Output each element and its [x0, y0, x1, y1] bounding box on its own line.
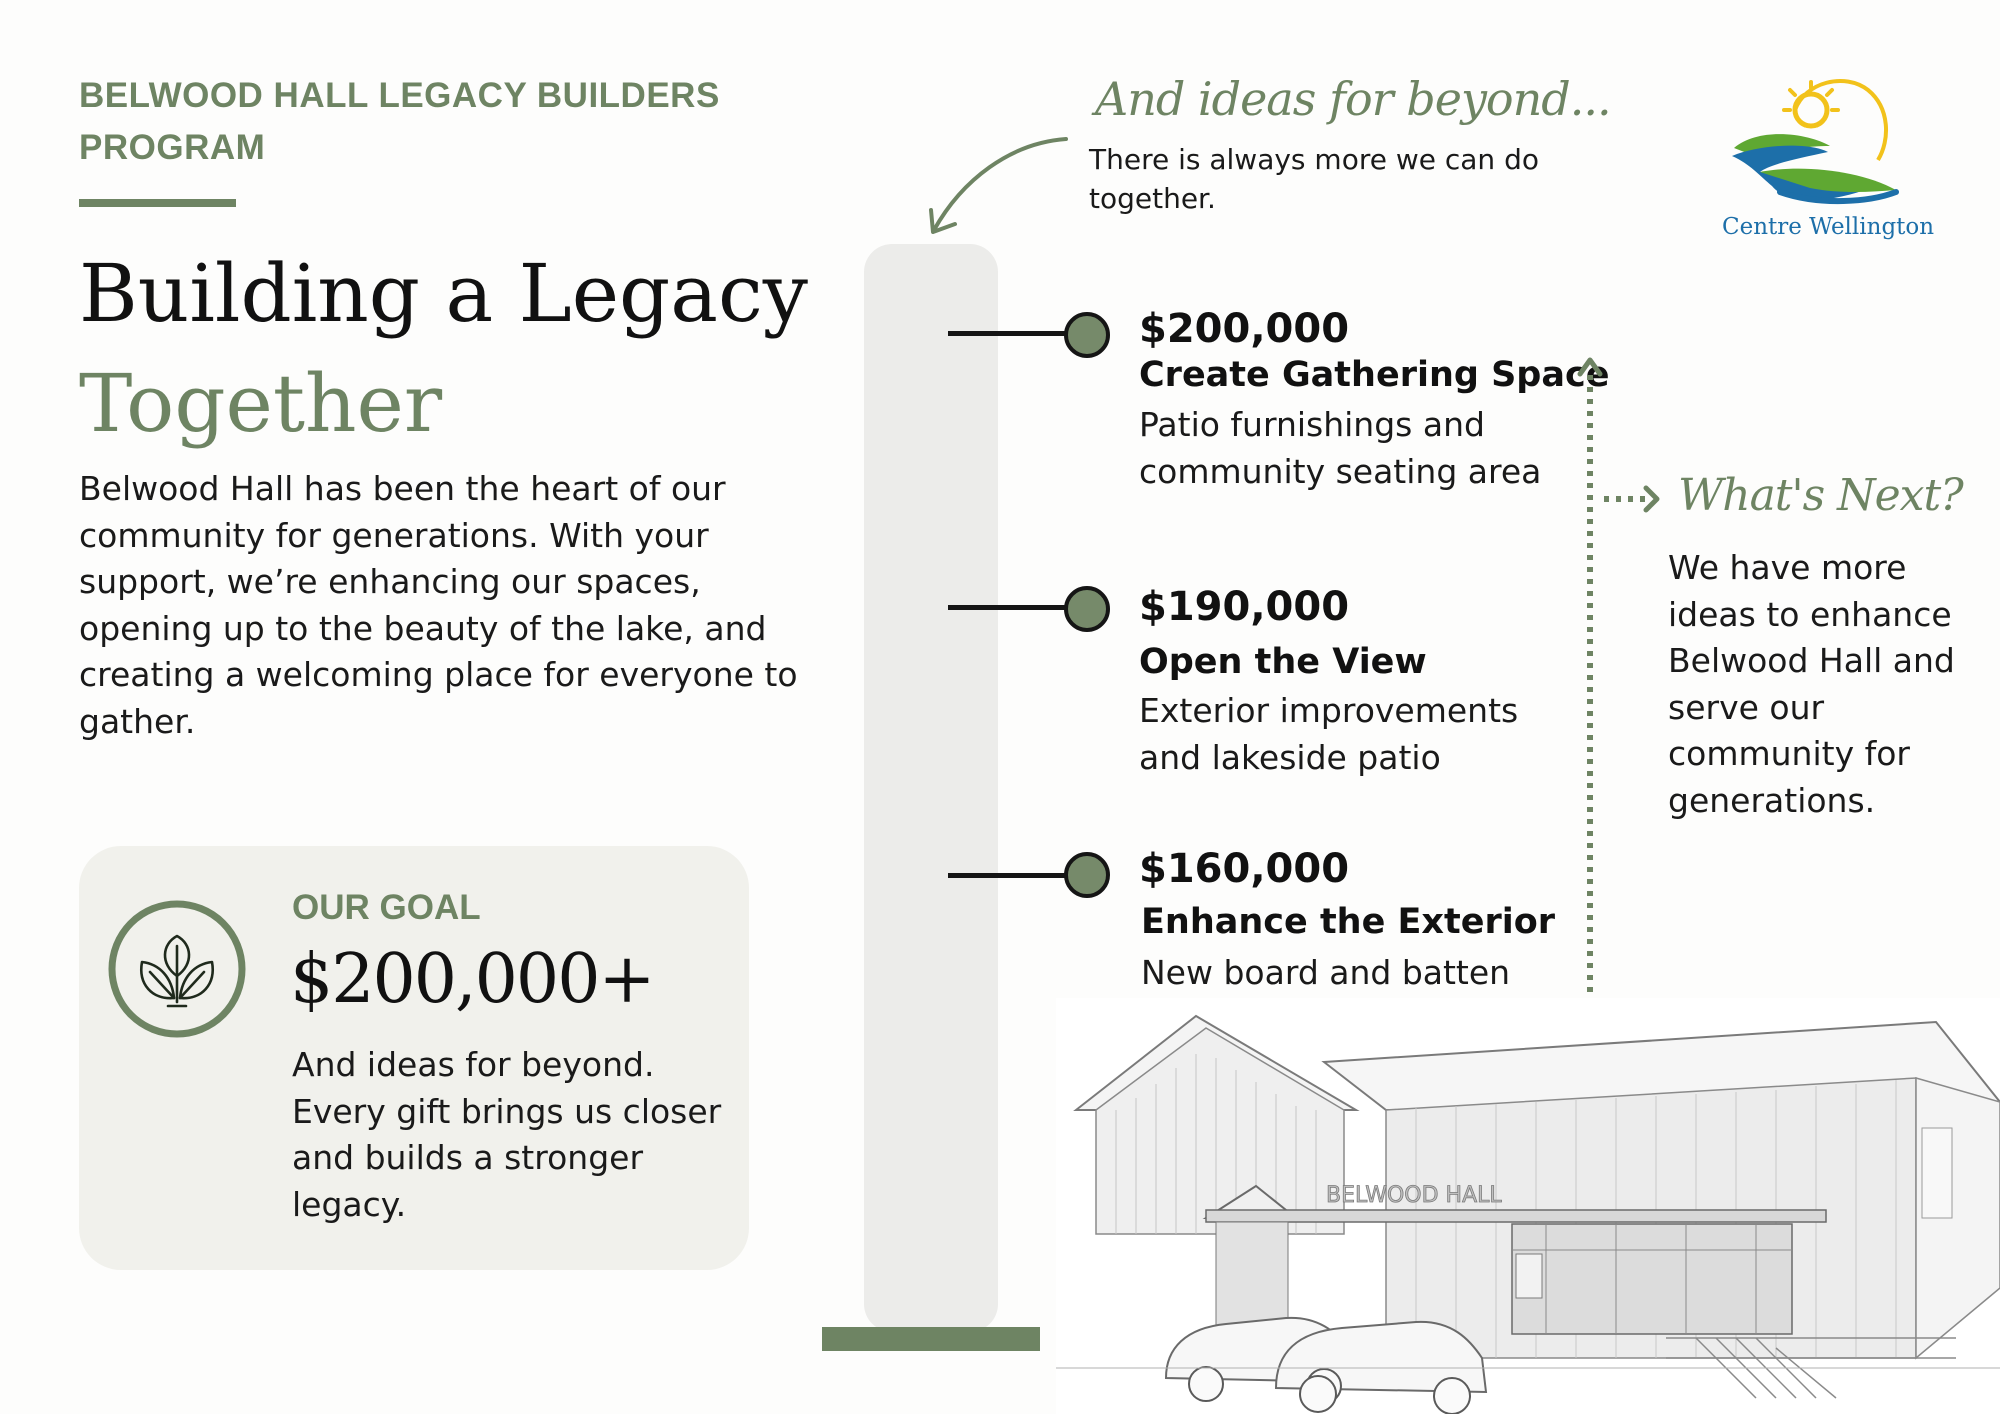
goal-amount: $200,000+: [290, 940, 655, 1019]
page-title-line2: Together: [79, 357, 443, 450]
goal-card: [79, 846, 749, 1270]
whats-next-title: What's Next?: [1678, 470, 1964, 521]
milestone-marker: [1064, 312, 1110, 358]
milestone-amount: $200,000: [1139, 306, 1350, 352]
thermometer-base: [822, 1327, 1040, 1351]
progress-thermometer: [864, 244, 998, 1332]
milestone-amount: $160,000: [1139, 846, 1350, 892]
milestone-amount: $190,000: [1139, 584, 1350, 630]
milestone-title: Enhance the Exterior: [1141, 902, 1556, 942]
curved-arrow-icon: [929, 137, 1068, 234]
beyond-text: There is always more we can do together.: [1089, 143, 1539, 215]
accent-divider: [79, 199, 236, 207]
building-sign-text: BELWOOD HALL: [1326, 1183, 1502, 1208]
page-title-line1: Building a Legacy: [79, 247, 808, 340]
milestone-connector: [948, 873, 1068, 878]
beyond-title: And ideas for beyond...: [1095, 72, 1612, 126]
leaf-icon: [108, 900, 246, 1038]
milestone-title: Create Gathering Space: [1139, 355, 1610, 395]
sun-river-logo-icon: [1732, 78, 1899, 205]
goal-label: OUR GOAL: [292, 888, 481, 927]
dotted-right-arrow-icon: [1604, 485, 1660, 513]
goal-text: And ideas for beyond. Every gift brings …: [292, 1045, 722, 1224]
milestone-description: Patio furnishings and community seating …: [1139, 405, 1542, 491]
milestone-marker: [1064, 586, 1110, 632]
logo-wordmark: Centre Wellington: [1722, 214, 1935, 240]
milestone-connector: [948, 605, 1068, 610]
milestone-marker: [1064, 852, 1110, 898]
milestone-title: Open the View: [1139, 642, 1427, 682]
program-eyebrow: BELWOOD HALL LEGACY BUILDERS PROGRAM: [79, 76, 720, 167]
milestone-description: Exterior improvements and lakeside patio: [1139, 691, 1519, 777]
building-illustration: BELWOOD HALL: [1056, 998, 2000, 1414]
dotted-up-arrow-icon: [1577, 357, 1603, 1040]
intro-paragraph: Belwood Hall has been the heart of our c…: [79, 469, 798, 741]
whats-next-text: We have more ideas to enhance Belwood Ha…: [1668, 548, 1955, 820]
milestone-connector: [948, 331, 1068, 336]
